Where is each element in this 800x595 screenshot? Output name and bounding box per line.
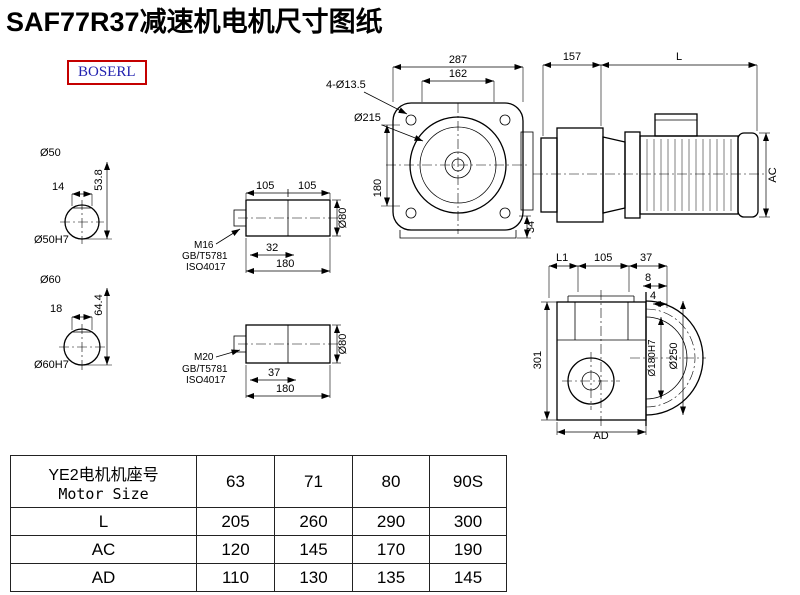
dim-label-keyheight-1: 53.8 bbox=[93, 169, 105, 190]
mount-hole bbox=[405, 114, 417, 126]
thread-label-2: M20 bbox=[194, 352, 214, 363]
output-flange bbox=[540, 137, 558, 213]
standard-label-2a: GB/T5781 bbox=[182, 364, 228, 375]
header-motor-size-cn: YE2电机机座号 bbox=[48, 466, 159, 484]
mount-hole bbox=[499, 114, 511, 126]
value-AD-90s: 145 bbox=[429, 563, 507, 592]
dim-label-32: 32 bbox=[266, 242, 278, 254]
dim-label-37b: 37 bbox=[640, 252, 652, 264]
row-label-L: L bbox=[10, 507, 197, 536]
dim-label-157: 157 bbox=[563, 51, 581, 63]
dim-label-keywidth-2: 18 bbox=[50, 303, 62, 315]
page-title: SAF77R37减速机电机尺寸图纸 bbox=[6, 7, 383, 37]
value-AD-71: 130 bbox=[274, 563, 353, 592]
standard-label-2b: ISO4017 bbox=[186, 375, 226, 386]
dim-label-keywidth-1: 14 bbox=[52, 181, 64, 193]
value-L-63: 205 bbox=[196, 507, 275, 536]
fan-cowl bbox=[737, 132, 759, 218]
value-AC-90s: 190 bbox=[429, 535, 507, 564]
boserl-logo-text: BOSERL bbox=[78, 64, 136, 80]
shaft-end-view-2: Ø60 18 64.4 Ø60H7 bbox=[34, 274, 112, 371]
shaft-detail-view-2: M20 GB/T5781 ISO4017 37 180 Ø80 bbox=[182, 324, 349, 399]
technical-drawing: Ø50 14 53.8 Ø50H7 Ø60 18 64.4 bbox=[34, 51, 779, 442]
motor-fins bbox=[646, 139, 732, 211]
mount-hole bbox=[499, 207, 511, 219]
table-row-L: L 205 260 290 300 bbox=[10, 507, 507, 536]
standard-label-1a: GB/T5781 bbox=[182, 251, 228, 262]
value-L-90s: 300 bbox=[429, 507, 507, 536]
dim-label-180-height: 180 bbox=[372, 179, 384, 197]
dim-label-34: 34 bbox=[525, 221, 537, 233]
dim-label-301: 301 bbox=[532, 351, 544, 369]
side-view: 157 L bbox=[533, 51, 779, 223]
dim-label-bore-2: Ø60H7 bbox=[34, 359, 69, 371]
dim-label-105b: 105 bbox=[298, 180, 316, 192]
bolt-2 bbox=[233, 335, 247, 353]
gear-housing bbox=[556, 127, 604, 223]
dim-label-8: 8 bbox=[645, 272, 651, 284]
motor-adapter bbox=[602, 136, 626, 214]
value-AC-63: 120 bbox=[196, 535, 275, 564]
value-AD-63: 110 bbox=[196, 563, 275, 592]
size-63: 63 bbox=[196, 455, 275, 508]
table-header-row: YE2电机机座号 Motor Size 63 71 80 90S bbox=[10, 455, 507, 508]
dim-label-dia80a: Ø80 bbox=[337, 208, 349, 229]
dim-label-4: 4 bbox=[650, 290, 656, 302]
dim-label-keyheight-2: 64.4 bbox=[93, 294, 105, 315]
mount-hole bbox=[405, 207, 417, 219]
shaft-end-view-1: Ø50 14 53.8 Ø50H7 bbox=[34, 147, 112, 246]
table-row-AC: AC 120 145 170 190 bbox=[10, 535, 507, 564]
table-row-AD: AD 110 130 135 145 bbox=[10, 563, 507, 592]
dim-label-287: 287 bbox=[449, 54, 467, 66]
dim-label-180b: 180 bbox=[276, 383, 294, 395]
size-80: 80 bbox=[352, 455, 430, 508]
dim-label-dia215: Ø215 bbox=[354, 112, 381, 124]
value-L-71: 260 bbox=[274, 507, 353, 536]
header-motor-size-en: Motor Size bbox=[58, 484, 149, 503]
dim-label-105c: 105 bbox=[594, 252, 612, 264]
dim-label-dia250: Ø250 bbox=[668, 343, 680, 370]
size-90s: 90S bbox=[429, 455, 507, 508]
output-view: L1 105 37 8 4 301 bbox=[532, 252, 706, 442]
terminal-box bbox=[654, 113, 698, 137]
torque-lug bbox=[520, 131, 534, 211]
value-AC-80: 170 bbox=[352, 535, 430, 564]
front-view: 287 162 4-Ø13.5 Ø215 1 bbox=[326, 54, 537, 239]
boserl-logo: BOSERL bbox=[67, 60, 147, 85]
size-71: 71 bbox=[274, 455, 353, 508]
motor-size-table: YE2电机机座号 Motor Size 63 71 80 90S L 205 2… bbox=[10, 455, 507, 592]
dim-label-105a: 105 bbox=[256, 180, 274, 192]
dim-label-162: 162 bbox=[449, 68, 467, 80]
dim-label-dia80b: Ø80 bbox=[337, 334, 349, 355]
dim-label-mount-holes: 4-Ø13.5 bbox=[326, 79, 366, 91]
row-label-AC: AC bbox=[10, 535, 197, 564]
dim-label-L: L bbox=[676, 51, 682, 63]
dim-label-dia60: Ø60 bbox=[40, 274, 61, 286]
thread-label-1: M16 bbox=[194, 240, 214, 251]
dim-label-AC: AC bbox=[767, 167, 779, 182]
value-L-80: 290 bbox=[352, 507, 430, 536]
dim-label-dia180h7: Ø180H7 bbox=[647, 339, 658, 377]
dim-label-37a: 37 bbox=[268, 367, 280, 379]
dim-label-180a: 180 bbox=[276, 258, 294, 270]
standard-label-1b: ISO4017 bbox=[186, 262, 226, 273]
dim-label-L1: L1 bbox=[556, 252, 568, 264]
motor-flange bbox=[624, 131, 641, 219]
dim-label-dia50: Ø50 bbox=[40, 147, 61, 159]
header-motor-size: YE2电机机座号 Motor Size bbox=[10, 455, 197, 508]
shaft-detail-view-1: 105 105 M16 GB/T5781 ISO4017 32 180 Ø80 bbox=[182, 180, 349, 274]
row-label-AD: AD bbox=[10, 563, 197, 592]
dim-label-bore-1: Ø50H7 bbox=[34, 234, 69, 246]
value-AC-71: 145 bbox=[274, 535, 353, 564]
value-AD-80: 135 bbox=[352, 563, 430, 592]
bolt-1 bbox=[233, 209, 247, 227]
